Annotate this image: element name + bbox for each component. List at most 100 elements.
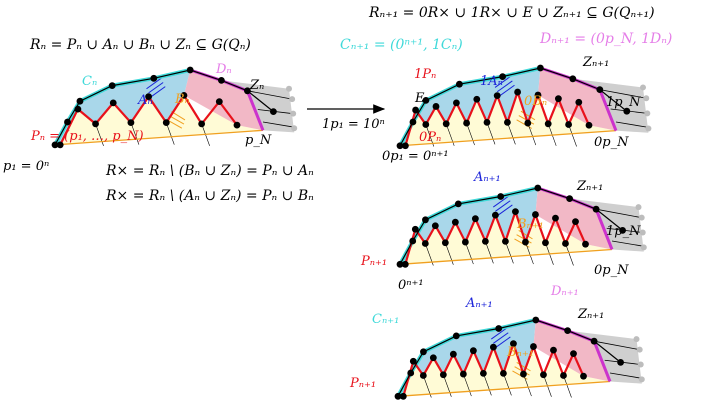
vertex-dot: [481, 237, 489, 245]
vertex-dot: [534, 91, 542, 99]
vertex-dot: [431, 222, 439, 230]
top-right-panel: [396, 64, 652, 150]
br-p-label: Pₙ₊₁: [350, 376, 377, 391]
vertex-dot: [409, 357, 417, 365]
vertex-dot: [497, 193, 505, 200]
vertex-dot: [51, 141, 59, 149]
br-d-label: Dₙ₊₁: [551, 284, 579, 299]
r-times-upper-definition: R× = Rₙ \ (Aₙ ∪ Zₙ) = Pₙ ∪ Bₙ: [106, 188, 314, 204]
br-b-label: Bₙ₊₁: [507, 345, 534, 360]
vertex-dot: [520, 370, 527, 378]
vertex-dot: [92, 120, 99, 128]
vertex-dot: [562, 240, 569, 247]
tr-0p1-label: 0p₁ = 0ⁿ⁺¹: [382, 149, 449, 164]
left-d-label: Dₙ: [216, 62, 232, 77]
gray-vertex: [638, 376, 645, 383]
vertex-dot: [109, 99, 117, 107]
left-panel: [51, 66, 298, 149]
vertex-dot: [500, 369, 507, 377]
vertex-dot: [454, 200, 462, 208]
vertex-dot: [409, 118, 417, 126]
vertex-dot: [145, 93, 153, 101]
vertex-dot: [76, 97, 84, 105]
vertex-dot: [396, 260, 404, 268]
mr-zero-label: 0ⁿ⁺¹: [398, 278, 424, 293]
vertex-dot: [218, 77, 225, 84]
z-spoke: [611, 240, 644, 247]
rn-definition: Rₙ = Pₙ ∪ Aₙ ∪ Bₙ ∪ Zₙ ⊆ G(Qₙ): [30, 37, 251, 53]
vertex-dot: [422, 121, 430, 128]
dn1-definition: Dₙ₊₁ = (0p_N, 1Dₙ): [540, 31, 673, 47]
vertex-dot: [566, 195, 573, 203]
vertex-dot: [585, 121, 593, 129]
left-z-label: Zₙ: [250, 78, 265, 93]
gray-vertex: [290, 110, 297, 117]
left-c-label: Cₙ: [82, 74, 98, 89]
tr-1p-label: 1Pₙ: [414, 67, 437, 82]
d-region: [183, 70, 263, 131]
d-region: [538, 68, 616, 131]
vertex-dot: [550, 346, 557, 354]
cn1-definition: Cₙ₊₁ = (0ⁿ⁺¹, 1Cₙ): [340, 37, 463, 53]
tr-1a-label: 1Aₙ: [480, 74, 503, 89]
vertex-dot: [215, 98, 223, 106]
vertex-dot: [619, 227, 626, 234]
base-line: [397, 380, 611, 397]
edge-line: [565, 243, 574, 266]
vertex-dot: [532, 211, 539, 218]
gray-vertex: [635, 204, 642, 211]
vertex-dot: [540, 371, 547, 379]
mr-a-label: Aₙ₊₁: [474, 170, 501, 185]
edge-line: [465, 241, 474, 265]
vertex-dot: [401, 260, 409, 268]
edge-line: [130, 122, 140, 145]
a-hatch-line: [492, 196, 509, 208]
vertex-dot: [555, 95, 562, 103]
vertex-dot: [522, 238, 529, 246]
vertex-dot: [532, 316, 540, 324]
z-spoke: [615, 121, 649, 128]
vertex-dot: [530, 343, 537, 350]
vertex-dot: [453, 99, 460, 107]
a-region: [400, 188, 538, 265]
edge-line: [563, 375, 572, 398]
edge-line: [505, 241, 514, 264]
vertex-dot: [439, 371, 447, 379]
edge-line: [485, 241, 494, 264]
vertex-dot: [617, 359, 624, 366]
z-spoke: [594, 340, 640, 351]
z-spoke: [609, 372, 642, 379]
tr-1pn-label: 1p_N: [606, 95, 641, 110]
br-a-label: Aₙ₊₁: [466, 296, 493, 311]
vertex-dot: [429, 354, 437, 362]
gray-vertex: [640, 84, 646, 91]
gray-vertex: [637, 361, 644, 368]
vertex-dot: [407, 369, 415, 377]
vertex-dot: [560, 372, 567, 379]
gray-vertex: [633, 336, 640, 343]
vertex-dot: [108, 82, 116, 89]
b-region: [398, 343, 610, 397]
edge-line: [486, 122, 496, 145]
a-region: [55, 70, 191, 145]
vertex-dot: [499, 73, 506, 81]
base-line: [399, 129, 617, 147]
vertex-dot: [186, 66, 194, 74]
vertex-dot: [565, 121, 572, 128]
edge-line: [527, 122, 537, 146]
edge-line: [503, 373, 512, 396]
edge-line: [483, 373, 492, 396]
b-hatch-line: [169, 115, 185, 125]
edge-line: [525, 241, 534, 265]
vertex-dot: [569, 75, 577, 83]
z-region: [569, 198, 644, 252]
z-region: [221, 80, 295, 133]
vertex-dot: [233, 121, 241, 129]
vertex-dot: [127, 119, 135, 127]
edge-line: [568, 124, 577, 147]
vertex-dot: [409, 237, 417, 245]
a-hatch-line: [499, 84, 515, 97]
vertex-dot: [469, 347, 477, 355]
a-hatch-line: [493, 332, 509, 344]
vertex-dot: [542, 239, 549, 247]
